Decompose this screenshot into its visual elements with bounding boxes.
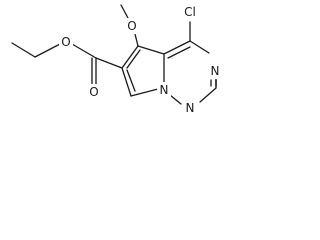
bond-c4-n3 [189,40,210,54]
bond-c6-c5 [121,45,139,69]
structure-diagram: O O O Cl N N [11,4,222,116]
bond-c2-n1 [199,87,217,103]
nitrogen-bridge-label: N [160,83,169,97]
bond-c5-o-methoxy [134,33,139,47]
bond-n1-n8 [169,94,182,105]
molecule-canvas: O O O Cl N N [0,0,262,138]
methoxy-oxygen-label: O [127,19,136,33]
bond-ester-o-carbonyl-c [71,43,97,59]
carbonyl-oxygen-atom: O [87,84,101,100]
chlorine-atom: Cl [180,4,200,20]
bond-c4a-c4 [163,40,191,55]
bond-c7-c6-inner [126,69,136,92]
bond-n-c7 [130,88,159,97]
bond-c5-c4a [137,45,165,55]
bonds [11,4,217,105]
bond-carbonyl-ring [95,57,123,69]
ester-oxygen-label: O [61,35,70,49]
bond-ethyl-ch2-o [34,43,61,58]
atom-labels: O O O Cl N N [59,4,222,116]
bond-ethyl-ch3-ch2 [11,42,36,58]
bond-o-methoxy-ch3 [120,4,129,19]
carbonyl-oxygen-label: O [89,85,98,99]
nitrogen-bridge-atom: N [157,82,171,98]
nitrogen-top-atom: N [208,63,222,79]
nitrogen-bottom-atom: N [183,100,197,116]
bond-c7-c6 [121,67,132,97]
methoxy-oxygen-atom: O [125,18,139,34]
nitrogen-bottom-label: N [186,101,195,115]
chlorine-label: Cl [184,5,196,19]
nitrogen-top-label: N [211,64,220,78]
ester-oxygen-atom: O [59,34,73,50]
bond-c4a-c4-inner [167,46,191,59]
bond-c6-c5-inner [126,49,141,69]
